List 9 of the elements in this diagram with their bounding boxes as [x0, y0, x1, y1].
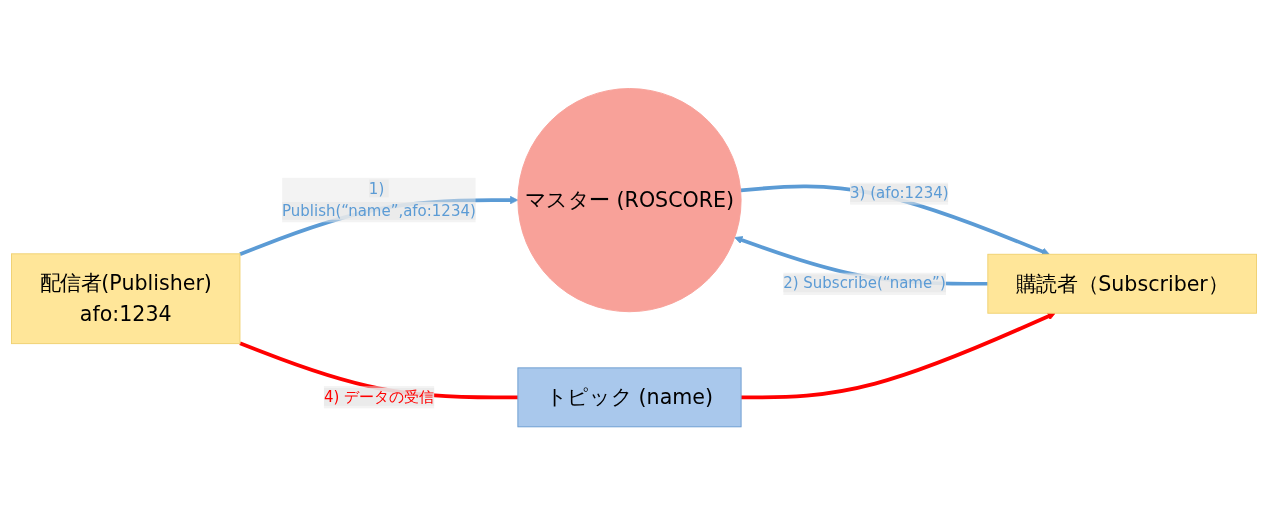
edge-label: 4) データの受信 [323, 388, 434, 407]
node-circle: マスター (ROSCORE) [517, 88, 742, 313]
node-box: 購読者（Subscriber） [987, 254, 1257, 315]
arrow [741, 312, 1056, 400]
node-box: トピック (name) [517, 367, 742, 428]
node-box: 配信者(Publisher) afo:1234 [11, 253, 241, 345]
edge-label: 3) (afo:1234) [850, 184, 949, 203]
edge-label: 2) Subscribe(“name”) [783, 274, 946, 293]
edge-label: 1) Publish(“name”,afo:1234) [282, 179, 476, 221]
